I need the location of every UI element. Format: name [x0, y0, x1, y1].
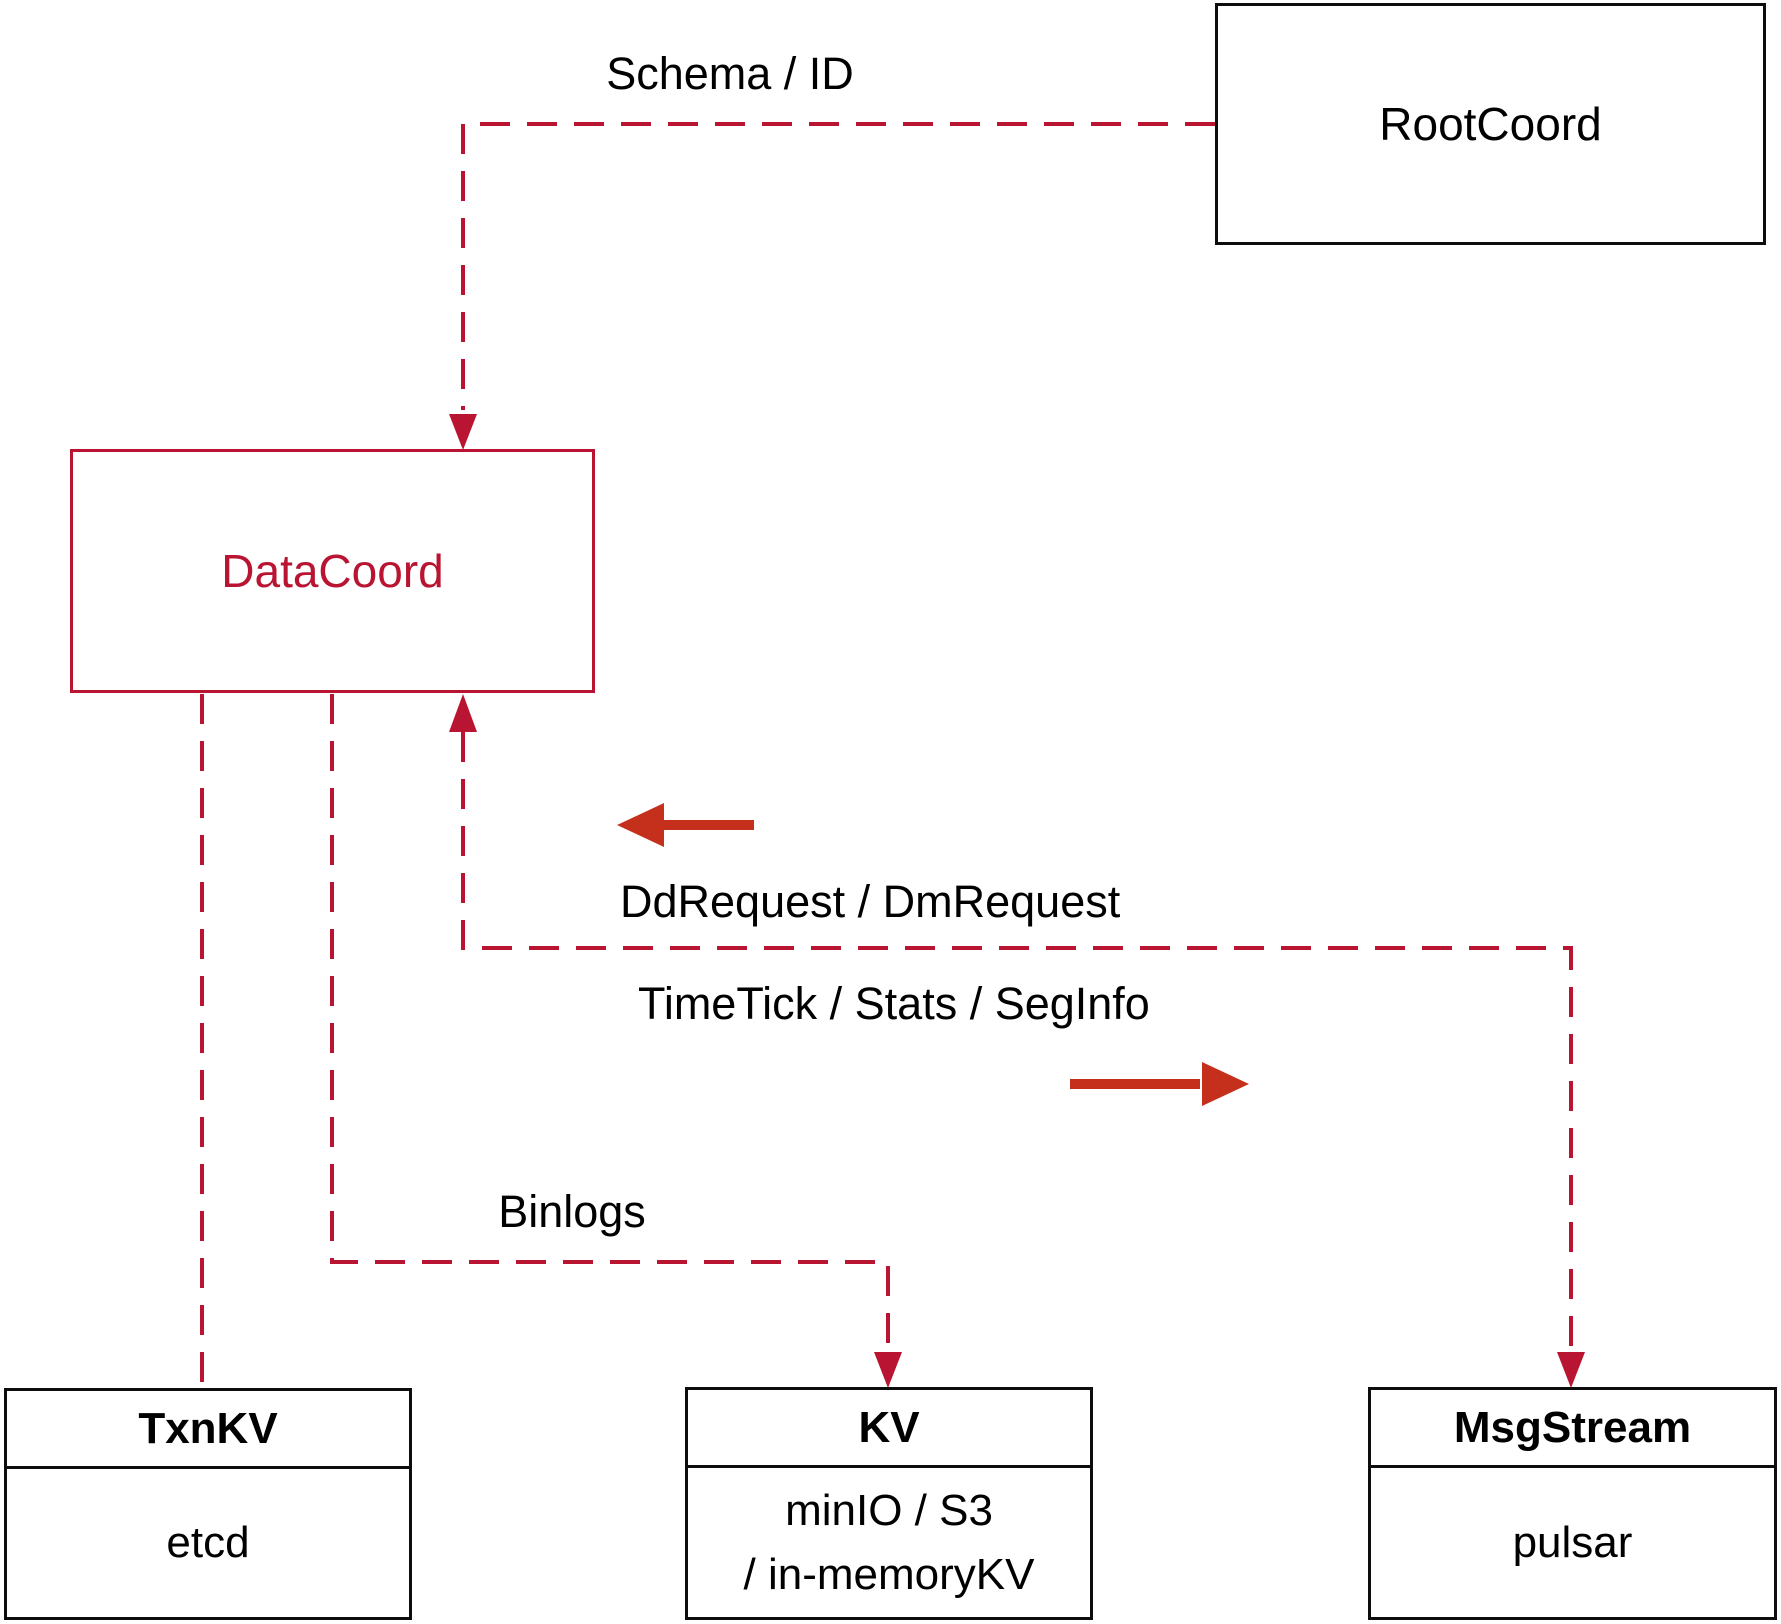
txnkv-body: etcd — [166, 1518, 250, 1568]
rootcoord-label: RootCoord — [1379, 98, 1602, 150]
txnkv-node: TxnKV etcd — [4, 1388, 412, 1620]
arrowhead-down-into-kv-icon — [874, 1352, 902, 1388]
datacoord-label: DataCoord — [221, 545, 444, 597]
schema-id-edge-label: Schema / ID — [606, 48, 854, 99]
arrow-left-head-icon — [617, 803, 664, 847]
arrow-right-head-icon — [1202, 1062, 1249, 1106]
kv-title: KV — [688, 1390, 1090, 1468]
ddrequest-edge-label: DdRequest / DmRequest — [620, 876, 1121, 927]
timetick-edge-label: TimeTick / Stats / SegInfo — [638, 978, 1150, 1029]
kv-body-line1: minIO / S3 — [785, 1485, 993, 1535]
datacoord-node: DataCoord — [70, 449, 595, 693]
edge-rootcoord-to-datacoord — [461, 122, 1215, 410]
msgstream-body: pulsar — [1512, 1517, 1633, 1567]
msgstream-title: MsgStream — [1371, 1390, 1774, 1468]
arrowhead-down-into-msgstream-icon — [1557, 1352, 1585, 1388]
kv-body-line2: / in-memoryKV — [743, 1549, 1035, 1599]
msgstream-node: MsgStream pulsar — [1368, 1387, 1777, 1620]
rootcoord-node: RootCoord — [1215, 3, 1766, 245]
txnkv-title: TxnKV — [7, 1391, 409, 1469]
arrowhead-up-into-datacoord-icon — [449, 694, 477, 732]
kv-node: KV minIO / S3 / in-memoryKV — [685, 1387, 1093, 1620]
binlogs-edge-label: Binlogs — [498, 1186, 646, 1237]
edge-datacoord-to-msgstream — [461, 732, 1573, 1348]
arrowhead-down-into-datacoord-icon — [449, 414, 477, 450]
edge-datacoord-to-kv-binlogs — [330, 694, 890, 1348]
